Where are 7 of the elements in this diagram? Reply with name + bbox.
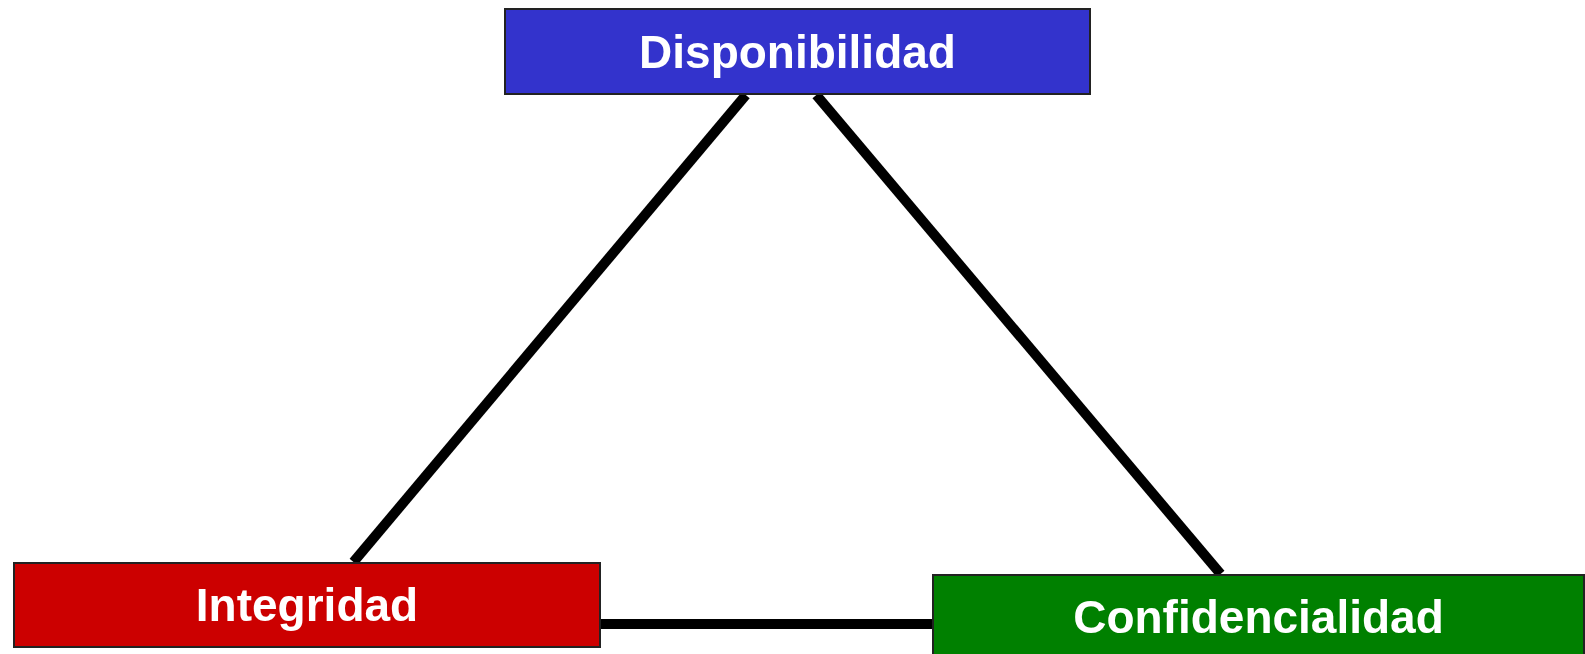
connector-line [601,618,932,629]
node-label: Disponibilidad [639,24,956,79]
label-box [932,574,1585,654]
node-label: Confidencialidad [1073,590,1444,644]
label-box [504,8,1091,95]
label-box [13,562,601,648]
node-label: Integridad [195,578,419,632]
